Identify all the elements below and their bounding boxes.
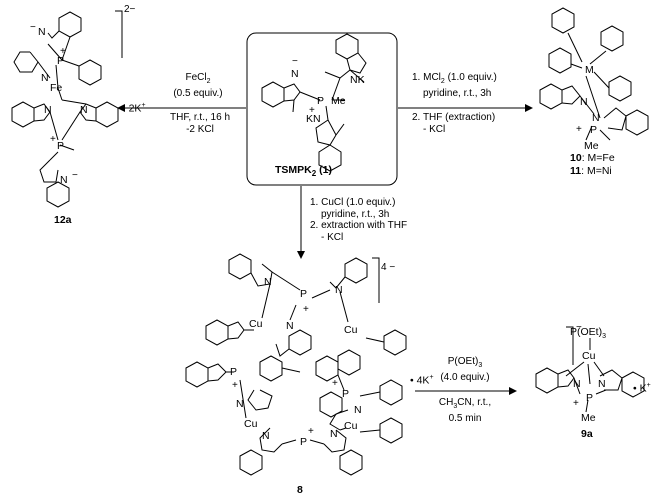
bracket-12a: [115, 10, 123, 58]
molecule-9a: [535, 338, 645, 413]
poet3-ligand-9a: P(OEt)3: [570, 326, 606, 341]
n-atom-12a-1: N: [38, 26, 46, 38]
p-atom-8-2: P: [230, 366, 238, 378]
sm-plus-charge: +: [309, 105, 315, 116]
me-9a: Me: [581, 412, 596, 424]
starting-material-box: [246, 32, 398, 186]
plus-10-11: +: [576, 124, 582, 135]
plus-12a-bottom: +: [50, 134, 56, 145]
n-atom-9a-1: N: [573, 378, 581, 390]
p-atom-8-1: P: [300, 288, 308, 300]
n-atom-12a-4: N: [80, 104, 88, 116]
charge-8: 4 −: [381, 262, 396, 273]
cu-atom-9a: Cu: [582, 350, 596, 362]
p-atom-8-4: P: [300, 436, 308, 448]
sm-Me-label: Me: [331, 95, 346, 107]
n-atom-8-6: N: [262, 430, 270, 442]
bracket-9a: [566, 326, 574, 365]
plus-9a: +: [573, 398, 579, 409]
n-atom-8-2: N: [335, 284, 343, 296]
label-10: 10: M=Fe: [570, 152, 615, 164]
n-atom-12a-5: N: [60, 174, 68, 186]
molecule-12a: [11, 11, 119, 208]
cu-atom-8-1: Cu: [249, 318, 263, 330]
tsmpk2-molecule: [261, 33, 367, 172]
minus-12a-top: −: [30, 22, 36, 33]
label-9a: 9a: [581, 428, 593, 440]
plus-12a-top: +: [60, 46, 66, 57]
n-atom-8-3: N: [286, 320, 294, 332]
p-atom-8-3: P: [342, 388, 350, 400]
n-atom-12a-3: N: [44, 104, 52, 116]
n-atom-12a-2: N: [41, 72, 49, 84]
n-atom-8-4: N: [236, 398, 244, 410]
conditions-fecl2: FeCl2 (0.5 equiv.): [173, 72, 223, 99]
plus-8-4: +: [308, 426, 314, 437]
plus-8-3: +: [332, 378, 338, 389]
conditions-poet3-bottom: CH3CN, r.t., 0.5 min: [438, 397, 492, 424]
sm-N-atom: N: [291, 68, 299, 80]
sm-KN-label: KN: [306, 113, 321, 125]
counterion-12a: • 2K+: [122, 102, 146, 115]
conditions-poet3-top: P(OEt)3 (4.0 equiv.): [440, 356, 490, 383]
p-atom-12a-top: P: [57, 55, 65, 67]
plus-8-1: +: [303, 304, 309, 315]
sm-minus-charge: −: [292, 56, 298, 67]
conditions-cucl: 1. CuCl (1.0 equiv.) pyridine, r.t., 3h …: [310, 197, 408, 243]
counterion-9a: • K+: [633, 382, 651, 395]
cu-atom-8-4: Cu: [344, 420, 358, 432]
molecule-10-11: [539, 7, 649, 141]
cu-atom-8-3: Cu: [244, 418, 258, 430]
molecule-8: [185, 253, 407, 476]
label-11: 11: M=Ni: [570, 165, 612, 177]
p-atom-10-11: P: [590, 124, 598, 136]
minus-12a-bottom: −: [72, 170, 78, 181]
n-atom-8-7: N: [330, 428, 338, 440]
conditions-fecl2-bottom: THF, r.t., 16 h -2 KCl: [169, 112, 231, 135]
plus-8-2: +: [232, 380, 238, 391]
sm-P-atom: P: [317, 95, 325, 107]
p-atom-12a-bottom: P: [57, 140, 65, 152]
conditions-mcl2-step1: 1. MCl2 (1.0 equiv.) pyridine, r.t., 3h: [412, 72, 497, 99]
counterion-8: • 4K+: [410, 374, 434, 387]
m-atom-10-11: M: [585, 64, 594, 76]
charge-9a: −: [576, 322, 582, 333]
bracket-8: [372, 257, 380, 303]
n-atom-8-1: N: [264, 276, 272, 288]
n-atom-10-11-b: N: [580, 96, 588, 108]
n-atom-9a-2: N: [598, 378, 606, 390]
n-atom-8-5: N: [354, 404, 362, 416]
me-10-11: Me: [584, 140, 599, 152]
charge-12a: 2−: [124, 4, 136, 15]
n-atom-10-11: N: [592, 112, 600, 124]
label-8: 8: [297, 484, 303, 496]
fe-atom-12a: Fe: [50, 82, 63, 94]
p-atom-9a: P: [586, 392, 594, 404]
sm-NK-label: NK: [350, 74, 365, 86]
label-12a: 12a: [54, 214, 72, 226]
conditions-mcl2-step2: 2. THF (extraction) - KCl: [412, 112, 496, 135]
cu-atom-8-2: Cu: [344, 324, 358, 336]
starting-material-label: TSMPK2 (1): [275, 164, 332, 179]
